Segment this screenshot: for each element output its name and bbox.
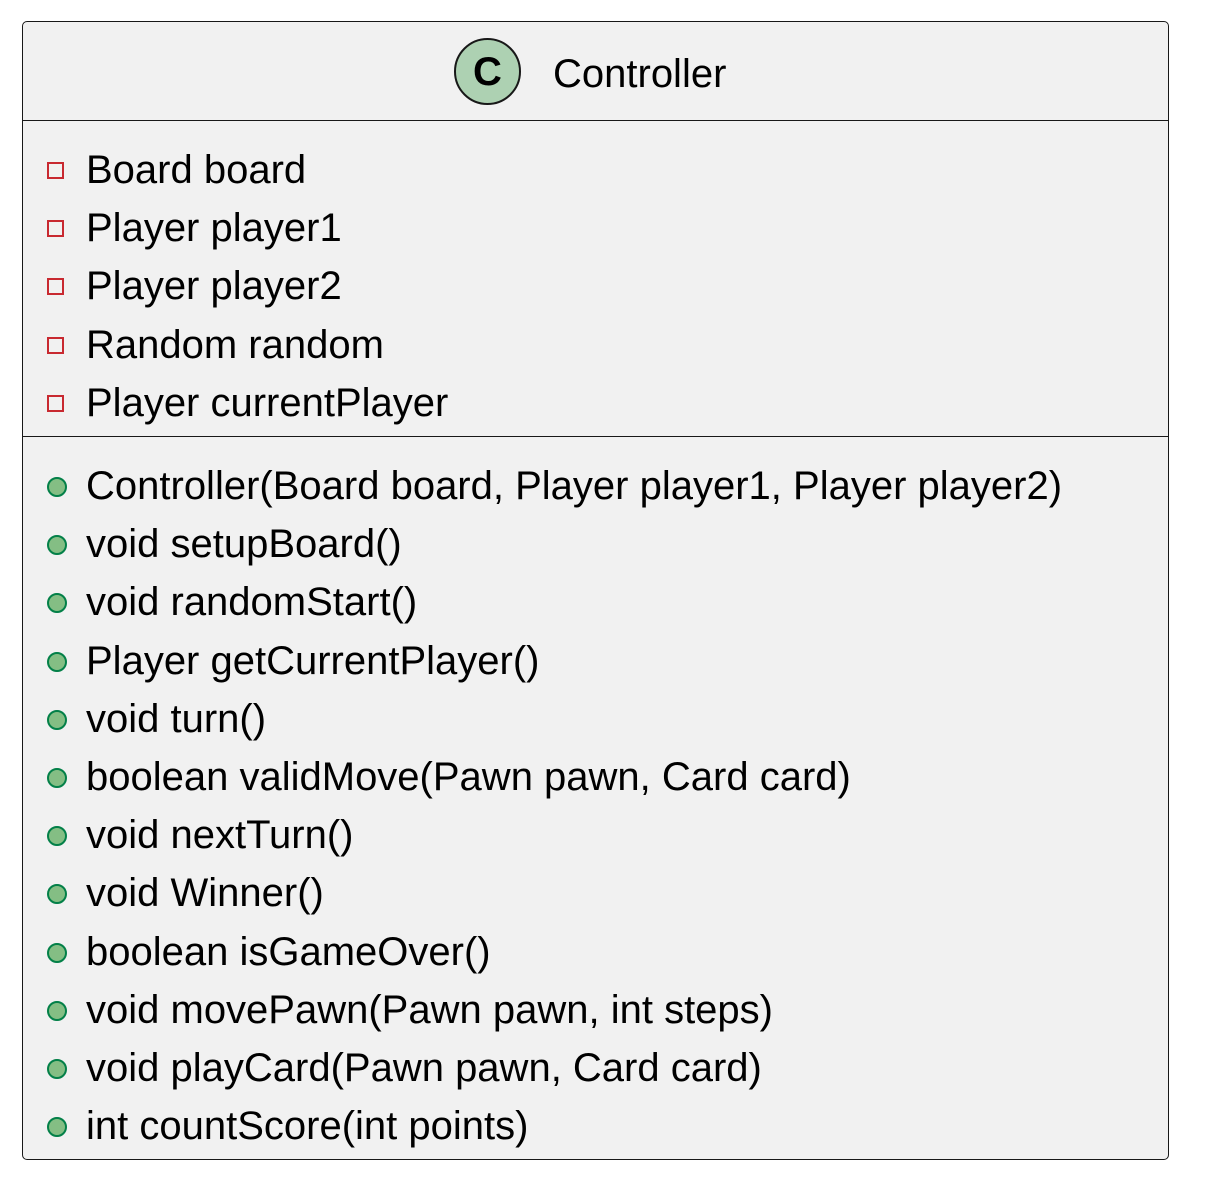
field-text: Player player2 <box>86 264 342 309</box>
public-visibility-icon <box>47 826 67 847</box>
method-text: void Winner() <box>86 871 324 916</box>
method-item: int countScore(int points) <box>23 1098 1168 1156</box>
stereotype-letter: C <box>473 49 502 94</box>
method-item: void Winner() <box>23 865 1168 923</box>
public-visibility-icon <box>47 593 67 614</box>
method-text: void randomStart() <box>86 580 418 625</box>
public-visibility-icon <box>47 477 67 498</box>
private-visibility-icon <box>47 336 64 354</box>
public-visibility-icon <box>47 942 67 963</box>
private-visibility-icon <box>47 394 64 412</box>
method-text: void playCard(Pawn pawn, Card card) <box>86 1046 762 1091</box>
public-visibility-icon <box>47 1058 67 1079</box>
private-visibility-icon <box>47 162 64 180</box>
public-visibility-icon <box>47 535 67 556</box>
private-visibility-icon <box>47 220 64 238</box>
method-text: boolean validMove(Pawn pawn, Card card) <box>86 755 851 800</box>
method-item: void nextTurn() <box>23 807 1168 865</box>
method-item: Player getCurrentPlayer() <box>23 633 1168 691</box>
method-item: void randomStart() <box>23 574 1168 632</box>
methods-compartment: Controller(Board board, Player player1, … <box>23 458 1168 1156</box>
method-item: boolean validMove(Pawn pawn, Card card) <box>23 749 1168 807</box>
method-text: Controller(Board board, Player player1, … <box>86 464 1063 509</box>
field-item: Random random <box>23 317 1168 375</box>
method-item: Controller(Board board, Player player1, … <box>23 458 1168 516</box>
public-visibility-icon <box>47 709 67 730</box>
public-visibility-icon <box>47 1117 67 1138</box>
method-item: void movePawn(Pawn pawn, int steps) <box>23 982 1168 1040</box>
method-text: boolean isGameOver() <box>86 929 491 974</box>
field-text: Player player1 <box>86 206 342 251</box>
field-text: Board board <box>86 148 307 193</box>
public-visibility-icon <box>47 884 67 905</box>
method-item: void playCard(Pawn pawn, Card card) <box>23 1040 1168 1098</box>
field-text: Player currentPlayer <box>86 380 449 425</box>
header-divider <box>23 120 1168 121</box>
fields-compartment: Board board Player player1 Player player… <box>23 142 1168 433</box>
field-item: Player player1 <box>23 200 1168 258</box>
method-item: void turn() <box>23 691 1168 749</box>
field-item: Player currentPlayer <box>23 375 1168 433</box>
method-text: void setupBoard() <box>86 522 402 567</box>
public-visibility-icon <box>47 651 67 672</box>
public-visibility-icon <box>47 1000 67 1021</box>
method-text: void movePawn(Pawn pawn, int steps) <box>86 987 773 1032</box>
fields-divider <box>23 436 1168 437</box>
method-item: void setupBoard() <box>23 516 1168 574</box>
class-stereotype-icon: C <box>454 38 521 105</box>
method-text: int countScore(int points) <box>86 1104 529 1149</box>
field-item: Board board <box>23 142 1168 200</box>
public-visibility-icon <box>47 768 67 789</box>
method-text: void nextTurn() <box>86 813 354 858</box>
method-item: boolean isGameOver() <box>23 924 1168 982</box>
class-header: C Controller <box>23 22 1168 122</box>
method-text: void turn() <box>86 696 267 741</box>
field-item: Player player2 <box>23 258 1168 316</box>
class-controller[interactable]: C Controller Board board Player player1 … <box>22 21 1169 1160</box>
private-visibility-icon <box>47 278 64 296</box>
field-text: Random random <box>86 322 384 367</box>
method-text: Player getCurrentPlayer() <box>86 638 540 683</box>
class-name: Controller <box>553 52 727 96</box>
